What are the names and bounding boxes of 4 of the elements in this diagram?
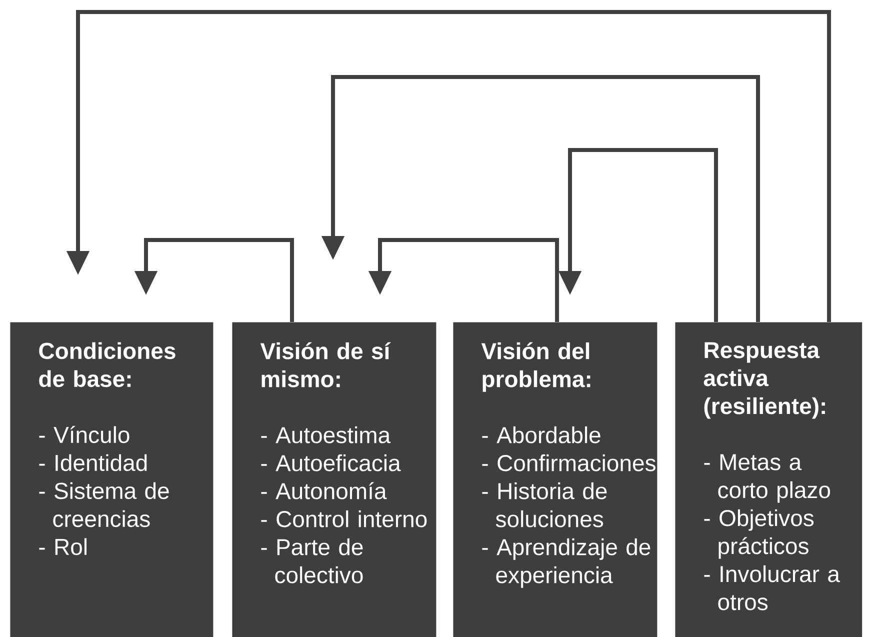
text-box: Visión de sí mismo: - Autoestima - Autoeficacia - Autonomía - Control interno - Parte de colectivo	[232, 322, 436, 637]
text-box: Condiciones de base: - Vínculo - Identidad - Sistema de creencias - Rol	[10, 322, 214, 637]
text-box: Visión del problema: - Abordable - Confirmaciones - Historia de soluciones - Aprendizaje de experiencia	[453, 322, 658, 637]
text-box: Respuesta activa (resiliente): - Metas a corto plazo - Objetivos prácticos - Involucrar a otros	[675, 322, 862, 637]
